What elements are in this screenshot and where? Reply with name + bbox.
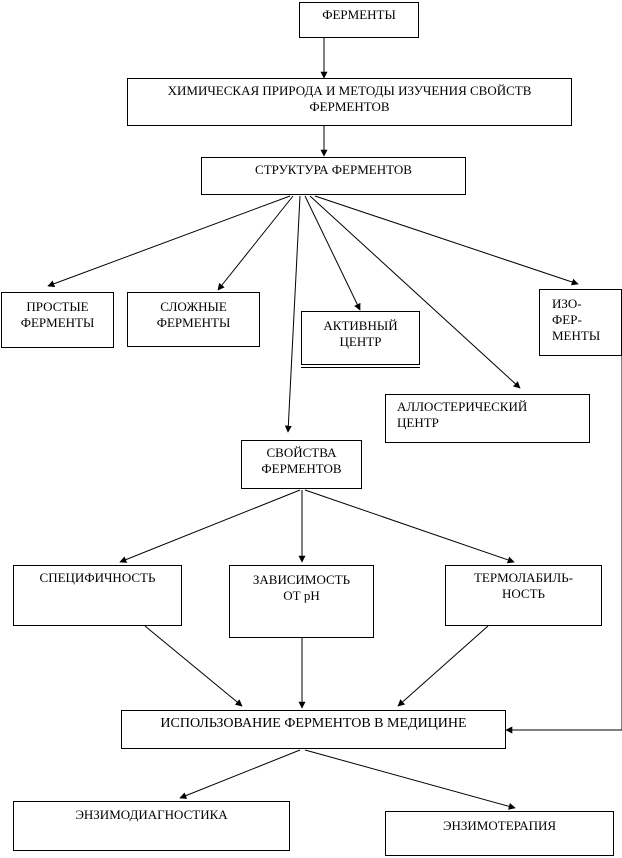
node-aktivny-line2: ЦЕНТР <box>339 334 382 349</box>
node-prostye: ПРОСТЫЕ ФЕРМЕНТЫ <box>1 292 114 348</box>
node-zavis-line1: ЗАВИСИМОСТЬ <box>252 572 351 587</box>
node-prostye-line1: ПРОСТЫЕ <box>26 299 89 314</box>
node-izofermenty: ИЗО- ФЕР- МЕНТЫ <box>539 289 622 356</box>
node-izo-line3: МЕНТЫ <box>552 328 601 343</box>
edge-svoystva-termo <box>304 489 515 564</box>
node-izo-line1: ИЗО- <box>552 296 582 311</box>
node-struktura-label: СТРУКТУРА ФЕРМЕНТОВ <box>255 162 412 177</box>
node-allostericheskiy-centr: АЛЛОСТЕРИЧЕСКИЙ ЦЕНТР <box>385 394 590 443</box>
node-slozhnye-line1: СЛОЖНЫЕ <box>160 299 227 314</box>
node-termo-line1: ТЕРМОЛАБИЛЬ- <box>473 570 574 585</box>
node-aktivny-line1: АКТИВНЫЙ <box>323 318 398 333</box>
node-zavisimost-ph: ЗАВИСИМОСТЬ ОТ рН <box>229 565 374 638</box>
node-aktivny-centr: АКТИВНЫЙ ЦЕНТР <box>301 311 420 365</box>
node-termo-line2: НОСТЬ <box>501 586 545 601</box>
node-allo-line1: АЛЛОСТЕРИЧЕСКИЙ <box>397 399 528 414</box>
node-struktura: СТРУКТУРА ФЕРМЕНТОВ <box>201 157 466 195</box>
edge-struktura-slozhnye <box>217 195 294 291</box>
node-enzimoterapiya: ЭНЗИМОТЕРАПИЯ <box>385 811 614 856</box>
node-specifichnost: СПЕЦИФИЧНОСТЬ <box>13 565 182 626</box>
edge-struktura-izo <box>314 195 579 286</box>
node-specif-label: СПЕЦИФИЧНОСТЬ <box>39 570 156 585</box>
node-izo-line2: ФЕР- <box>552 312 582 327</box>
edge-specif-ispolz <box>144 625 243 707</box>
edge-struktura-allo <box>309 195 521 389</box>
node-khim-line2: ФЕРМЕНТОВ <box>309 99 390 114</box>
node-enzimodiag-label: ЭНЗИМОДИАГНОСТИКА <box>75 807 228 822</box>
node-ispolz-label: ИСПОЛЬЗОВАНИЕ ФЕРМЕНТОВ В МЕДИЦИНЕ <box>160 716 467 731</box>
node-khimicheskaya-priroda: ХИМИЧЕСКАЯ ПРИРОДА И МЕТОДЫ ИЗУЧЕНИЯ СВО… <box>127 78 572 126</box>
node-fermenty: ФЕРМЕНТЫ <box>299 2 419 38</box>
node-termolabilnost: ТЕРМОЛАБИЛЬ- НОСТЬ <box>445 565 602 626</box>
edge-struktura-prostye <box>47 195 291 288</box>
node-zavis-line2: ОТ рН <box>283 588 320 603</box>
node-enzimodiagnostika: ЭНЗИМОДИАГНОСТИКА <box>13 801 290 851</box>
node-fermenty-label: ФЕРМЕНТЫ <box>322 7 396 22</box>
edge-struktura-aktivny <box>304 195 361 311</box>
edge-ispolz-enzimoter <box>304 749 516 810</box>
node-svoystva-line1: СВОЙСТВА <box>266 445 337 460</box>
node-svoystva-line2: ФЕРМЕНТОВ <box>261 461 342 476</box>
node-khim-line1: ХИМИЧЕСКАЯ ПРИРОДА И МЕТОДЫ ИЗУЧЕНИЯ СВО… <box>167 83 532 98</box>
node-enzimoter-label: ЭНЗИМОТЕРАПИЯ <box>442 818 557 833</box>
node-prostye-line2: ФЕРМЕНТЫ <box>20 315 95 330</box>
edge-ispolz-enzimodiag <box>179 749 301 799</box>
edge-termo-ispolz <box>397 625 489 707</box>
node-allo-line2: ЦЕНТР <box>397 415 439 430</box>
node-svoystva: СВОЙСТВА ФЕРМЕНТОВ <box>241 440 362 489</box>
edge-struktura-svoystva <box>284 195 301 433</box>
node-ispolzovanie: ИСПОЛЬЗОВАНИЕ ФЕРМЕНТОВ В МЕДИЦИНЕ <box>121 710 506 749</box>
edge-svoystva-specif <box>119 489 301 563</box>
node-slozhnye-line2: ФЕРМЕНТЫ <box>156 315 231 330</box>
node-slozhnye: СЛОЖНЫЕ ФЕРМЕНТЫ <box>127 292 260 347</box>
edge-izo-ispolz <box>505 356 622 734</box>
